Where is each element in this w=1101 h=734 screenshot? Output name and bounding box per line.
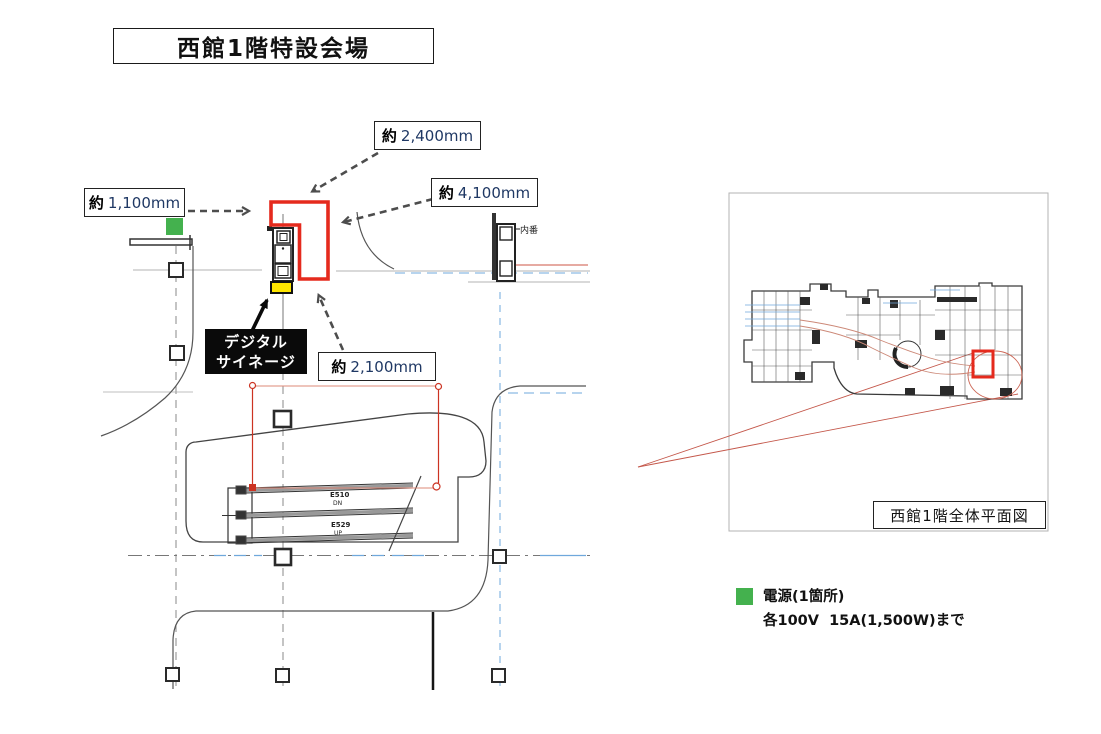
- measurement-label-4100: 約 4,100mm: [431, 178, 538, 207]
- measurement-label-2400: 約 2,400mm: [374, 121, 481, 150]
- measurement-value: 4,100mm: [457, 183, 531, 202]
- escalator-label-1-dir: DN: [333, 500, 342, 507]
- interior-structure: 内番: [492, 213, 538, 282]
- legend-power-swatch: [736, 588, 753, 605]
- legend-power-detail: 各100V 15A(1,500W)まで: [763, 613, 965, 629]
- arrow-signage: [250, 298, 269, 332]
- arrow-2400: [310, 151, 379, 193]
- leader-lines: [637, 352, 1019, 468]
- corridor-lines-red: [799, 319, 976, 375]
- page-title-text: 西館1階特設会場: [176, 36, 370, 62]
- arrow-4100: [340, 197, 434, 226]
- pillar-markers: [165, 262, 507, 683]
- rotunda-arc: [892, 347, 909, 369]
- escalator-diagonal: [388, 475, 422, 552]
- kiosk-structure: [267, 226, 294, 282]
- door-swing-arc: [356, 211, 395, 270]
- overview-border: [728, 192, 1049, 532]
- digital-signage-label: デジタル サイネージ: [205, 329, 307, 374]
- measurement-prefix: 約: [331, 358, 347, 376]
- measurement-value: 2,400mm: [400, 126, 474, 145]
- measurement-value: 1,100mm: [107, 193, 181, 212]
- legend-power-title: 電源(1箇所): [763, 589, 845, 605]
- wall-top-left: [129, 235, 193, 250]
- escalator: E510 DN E529 UP: [185, 412, 487, 552]
- power-outlet-marker: [166, 218, 183, 235]
- road-outline-bottom: [172, 385, 586, 689]
- page-title: 西館1階特設会場: [113, 28, 434, 64]
- escalator-label-1-id: E510: [330, 491, 350, 499]
- arrow-2100: [316, 293, 345, 351]
- measurement-label-1100: 約 1,100mm: [84, 188, 185, 217]
- building-blobs: [795, 284, 1012, 396]
- annotation-arrows: [188, 151, 434, 351]
- building-footprint: [743, 282, 1023, 400]
- legend-power: 電源(1箇所) 各100V 15A(1,500W)まで: [763, 585, 965, 630]
- interior-note-text: 内番: [520, 224, 538, 236]
- signage-line1: デジタル: [224, 332, 288, 351]
- grid-lines: [103, 214, 590, 686]
- location-circle: [967, 350, 1023, 400]
- escalator-label-2-id: E529: [331, 521, 351, 529]
- overview-caption-text: 西館1階全体平面図: [890, 506, 1029, 525]
- measurement-prefix: 約: [381, 127, 397, 145]
- highlight-outline: [269, 200, 330, 281]
- measure-reference-lines: [248, 381, 443, 491]
- road-lines: [100, 211, 586, 690]
- main-plan: E510 DN E529 UP: [100, 151, 590, 690]
- measurement-label-2100: 約 2,100mm: [318, 352, 436, 381]
- curved-wall-left: [100, 246, 194, 437]
- overview-plan: [637, 192, 1049, 532]
- escalator-label-2-dir: UP: [334, 530, 342, 537]
- signage-marker: [270, 281, 293, 294]
- overview-caption: 西館1階全体平面図: [873, 501, 1046, 529]
- signage-line2: サイネージ: [216, 352, 296, 371]
- location-highlight-rect: [971, 349, 995, 379]
- utility-lines-blue: [745, 289, 960, 327]
- measurement-prefix: 約: [438, 184, 454, 202]
- escalator-bands: [235, 482, 414, 545]
- measurement-prefix: 約: [88, 194, 104, 212]
- measurement-value: 2,100mm: [350, 357, 423, 376]
